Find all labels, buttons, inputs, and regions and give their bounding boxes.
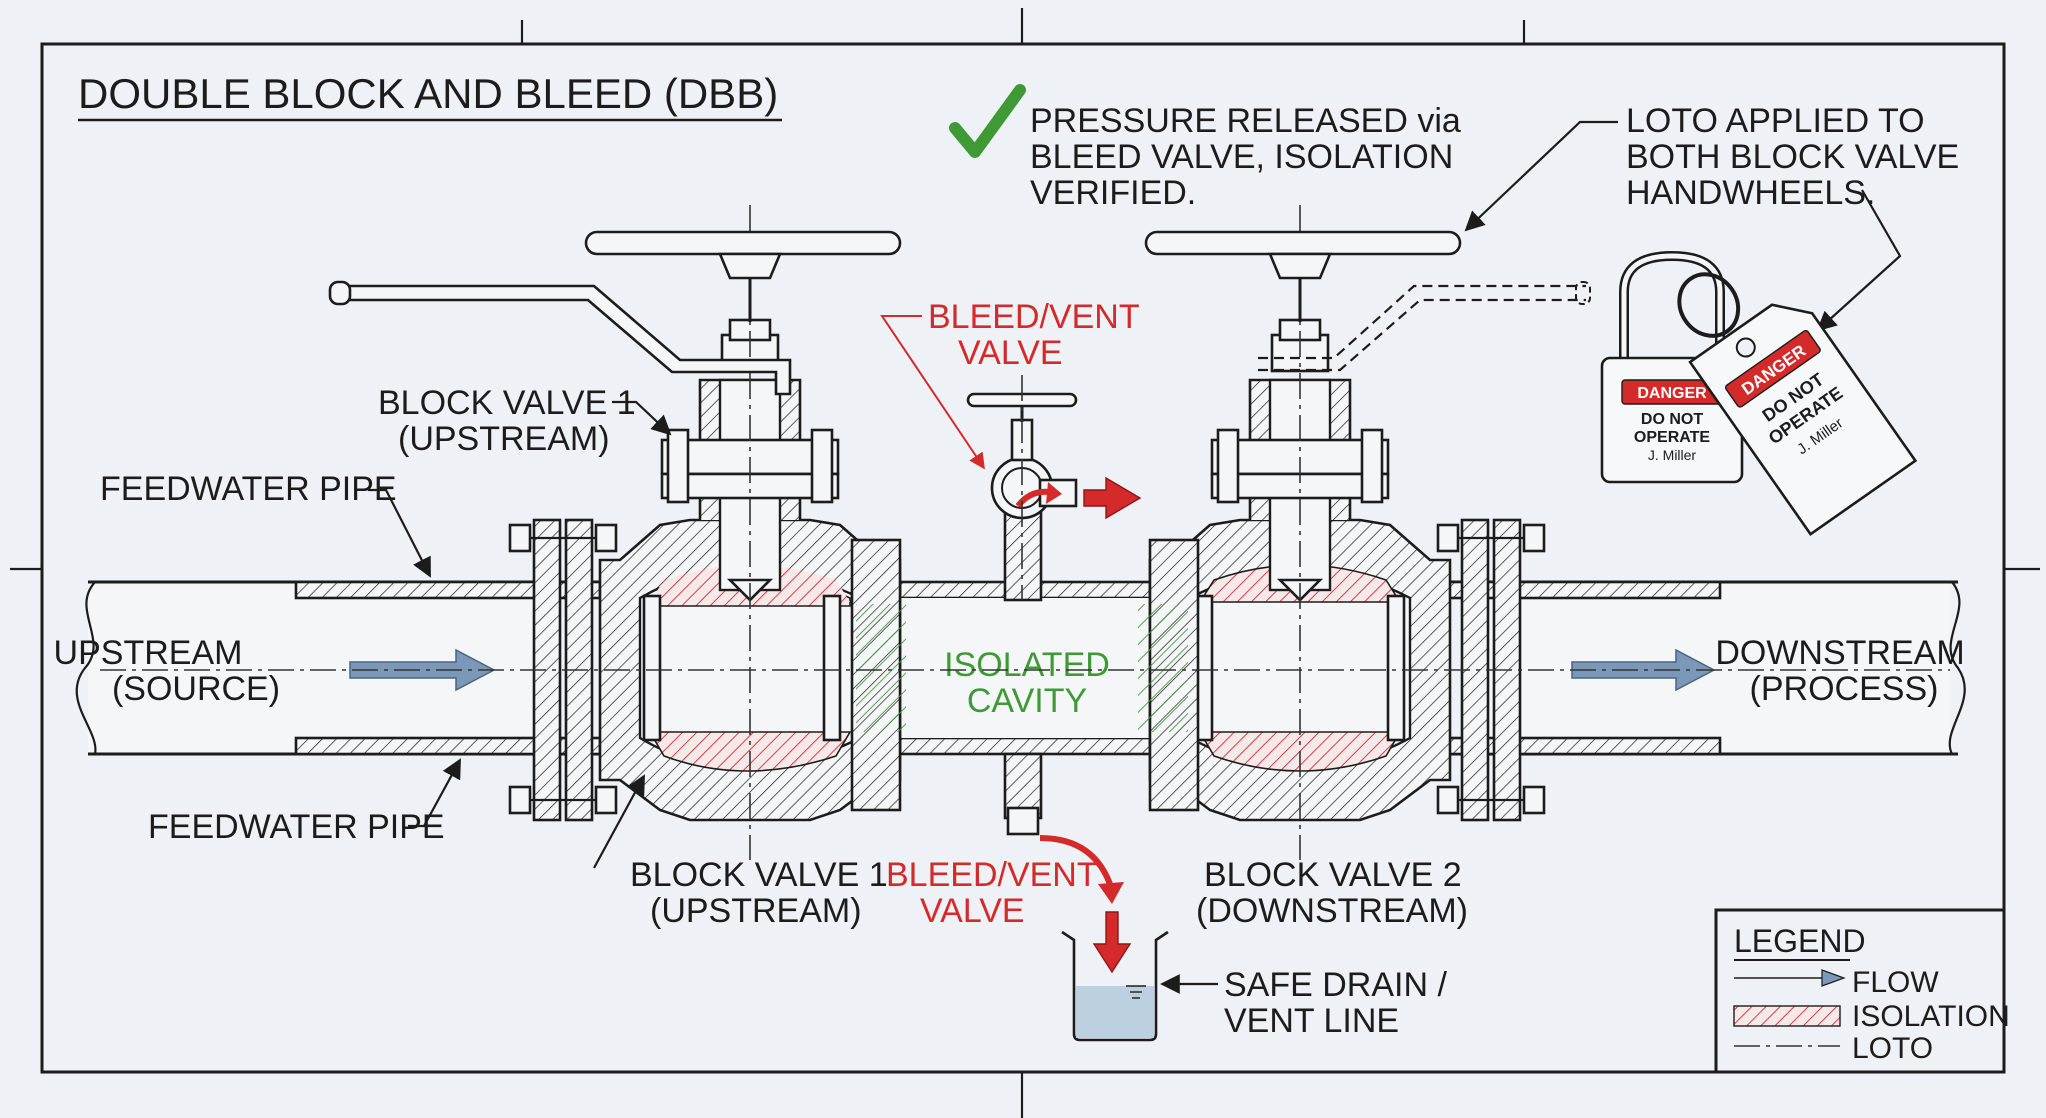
status-line-2: BLEED VALVE, ISOLATION [1030, 138, 1453, 176]
lock-danger-text: DANGER [1637, 385, 1707, 402]
cavity-line-2: CAVITY [967, 682, 1087, 720]
flow-arrow-downstream [1571, 648, 1716, 692]
loto-line-2: BOTH BLOCK VALVE [1626, 138, 1959, 176]
bv2-bottom-line-1: BLOCK VALVE 2 [1204, 856, 1462, 894]
drain-line-1: SAFE DRAIN / [1224, 966, 1447, 1004]
status-note: PRESSURE RELEASED via BLEED VALVE, ISOLA… [949, 84, 1461, 212]
bleed-bottom-line-1: BLEED/VENT [886, 856, 1098, 894]
legend: LEGEND FLOW ISOLATION LOTO [1714, 908, 2010, 1074]
lock-name: J. Miller [1648, 447, 1697, 463]
status-line-3: VERIFIED. [1030, 174, 1196, 212]
title-text: DOUBLE BLOCK AND BLEED (DBB) [78, 70, 778, 117]
downstream-line-2: (PROCESS) [1750, 670, 1939, 708]
loto-line-3: HANDWHEELS. [1626, 174, 1875, 212]
status-line-1: PRESSURE RELEASED via [1030, 102, 1461, 140]
feedwater-pipe-bottom-label: FEEDWATER PIPE [148, 808, 445, 846]
loto-note: LOTO APPLIED TO BOTH BLOCK VALVE HANDWHE… [1464, 102, 1959, 332]
bleed-valve-bottom [1003, 752, 1132, 974]
bv1-top-line-2: (UPSTREAM) [398, 420, 610, 458]
flow-arrow-upstream [349, 648, 496, 692]
cavity-line-1: ISOLATED [944, 646, 1110, 684]
legend-loto-label: LOTO [1852, 1032, 1933, 1065]
downstream-line-1: DOWNSTREAM [1715, 634, 1964, 672]
bleed-top-line-1: BLEED/VENT [928, 298, 1140, 336]
diagram-title: DOUBLE BLOCK AND BLEED (DBB) [78, 70, 782, 122]
isolated-cavity: ISOLATED CAVITY [856, 604, 1188, 732]
feedwater-pipe [75, 580, 1966, 756]
bleed-valve-top [966, 375, 1142, 602]
bv1-bottom-line-1: BLOCK VALVE 1 [630, 856, 888, 894]
safe-drain-pot [1061, 930, 1218, 1042]
legend-flow-label: FLOW [1852, 966, 1939, 999]
bleed-bottom-line-2: VALVE [920, 892, 1025, 930]
legend-title: LEGEND [1734, 923, 1866, 959]
danger-tag: DANGER DO NOT OPERATE J. Miller [1677, 272, 1918, 536]
flow-arrows [100, 648, 1950, 692]
vent-arrow [1083, 476, 1142, 520]
flange-right [1436, 518, 1546, 822]
bv2-bottom-line-2: (DOWNSTREAM) [1196, 892, 1468, 930]
drawing-frame [10, 8, 2040, 1118]
upstream-line-1: UPSTREAM [54, 634, 243, 672]
lock-text-2: OPERATE [1634, 429, 1710, 446]
drain-line-2: VENT LINE [1224, 1002, 1399, 1040]
legend-isolation-label: ISOLATION [1852, 1000, 2010, 1033]
upstream-line-2: (SOURCE) [112, 670, 280, 708]
lock-text-1: DO NOT [1641, 411, 1703, 428]
bleed-top-line-2: VALVE [958, 334, 1063, 372]
loto-line-1: LOTO APPLIED TO [1626, 102, 1925, 140]
block-valve-1 [328, 205, 902, 860]
feedwater-pipe-top-label: FEEDWATER PIPE [100, 470, 397, 508]
bv1-bottom-line-2: (UPSTREAM) [650, 892, 862, 930]
labels: BLEED/VENT VALVE BLOCK VALVE 1 (UPSTREAM… [54, 298, 1965, 1040]
bv1-top-line-1: BLOCK VALVE 1 [378, 384, 636, 422]
check-mark-icon [949, 84, 1026, 158]
legend-isolation-swatch [1733, 1005, 1841, 1027]
